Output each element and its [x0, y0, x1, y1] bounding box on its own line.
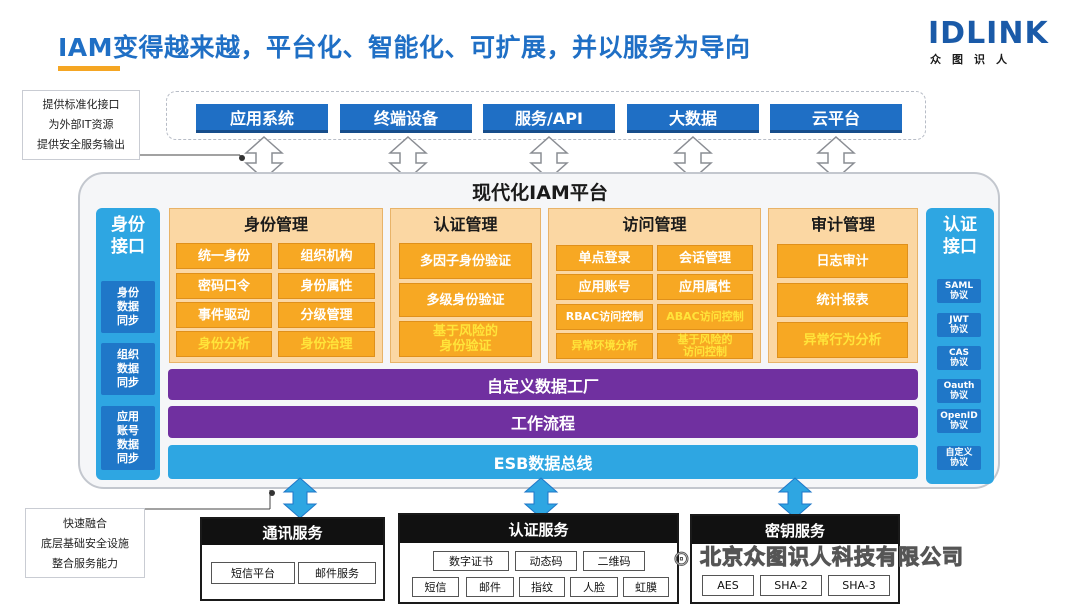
note-line: 快速融合 [63, 517, 107, 530]
note-line: 整合服务能力 [52, 557, 118, 570]
service-item-email: 邮件 [466, 577, 514, 597]
double-arrow-icon [777, 477, 813, 519]
service-title: 认证服务 [400, 515, 677, 543]
logo: IDLINK [928, 16, 1049, 51]
identity-data-sync: 身份 数据 同步 [101, 281, 155, 333]
module-title: 审计管理 [810, 215, 875, 234]
title-underline [58, 66, 120, 71]
cell-password: 密码口令 [176, 273, 272, 299]
module-title: 认证管理 [433, 215, 498, 234]
cell-event-driven: 事件驱动 [176, 302, 272, 328]
org-data-sync: 组织 数据 同步 [101, 343, 155, 395]
cell-identity-analytics: 身份分析 [176, 331, 272, 357]
wechat-icon: ⊙ [673, 546, 691, 571]
note-line: 底层基础安全设施 [41, 537, 129, 550]
double-arrow-icon [282, 477, 318, 519]
cell-statistics-report: 统计报表 [777, 283, 908, 317]
cell-session-management: 会话管理 [657, 245, 753, 271]
cell-abac: ABAC访问控制 [657, 304, 753, 330]
service-title: 密钥服务 [692, 516, 898, 544]
cell-app-attributes: 应用属性 [657, 274, 753, 300]
service-item-sha2: SHA-2 [760, 575, 822, 596]
service-item-face: 人脸 [570, 577, 618, 597]
module-title: 访问管理 [622, 215, 687, 234]
cell-rbac: RBAC访问控制 [556, 304, 653, 330]
note-line: 为外部IT资源 [48, 118, 114, 131]
bottom-note: 快速融合 底层基础安全设施 整合服务能力 [25, 508, 145, 578]
module-title: 身份管理 [243, 215, 308, 234]
cell-multilevel-auth: 多级身份验证 [399, 283, 532, 317]
service-item-otp: 动态码 [515, 551, 577, 571]
top-system-bigdata: 大数据 [627, 104, 759, 133]
identity-interface-title: 身份 [111, 215, 145, 235]
bar-esb-bus: ESB数据总线 [168, 445, 918, 479]
service-item-mail: 邮件服务 [298, 562, 376, 584]
cell-log-audit: 日志审计 [777, 244, 908, 278]
cell-unified-identity: 统一身份 [176, 243, 272, 269]
bar-custom-data-factory: 自定义数据工厂 [168, 369, 918, 400]
cell-abnormal-behavior: 异常行为分析 [777, 322, 908, 358]
app-account-data-sync: 应用 账号 数据 同步 [101, 406, 155, 470]
service-item-sha3: SHA-3 [828, 575, 890, 596]
service-item-fingerprint: 指纹 [519, 577, 565, 597]
double-arrow-icon [523, 477, 559, 519]
cell-tiered-management: 分级管理 [278, 302, 375, 328]
top-system-cloud: 云平台 [770, 104, 902, 133]
identity-interface-title: 接口 [111, 237, 145, 257]
cell-risk-based-access: 基于风险的 访问控制 [657, 333, 753, 359]
cell-app-account: 应用账号 [556, 274, 653, 300]
cell-identity-attributes: 身份属性 [278, 273, 375, 299]
auth-interface-title: 认证 [943, 215, 977, 235]
page-title: IAM变得越来越，平台化、智能化、可扩展，并以服务为导向 [58, 33, 751, 62]
service-item-cert: 数字证书 [433, 551, 509, 571]
service-item-qrcode: 二维码 [583, 551, 645, 571]
logo-subtitle: 众图识人 [930, 53, 1018, 66]
service-item-iris: 虹膜 [623, 577, 669, 597]
note-line: 提供标准化接口 [42, 98, 120, 111]
cell-sso: 单点登录 [556, 245, 653, 271]
service-item-sms: 短信 [412, 577, 459, 597]
bar-workflow: 工作流程 [168, 406, 918, 438]
auth-interface-title: 接口 [943, 237, 977, 257]
cell-org-structure: 组织机构 [278, 243, 375, 269]
cell-identity-governance: 身份治理 [278, 331, 375, 357]
platform-title: 现代化IAM平台 [472, 181, 608, 204]
protocol-custom: 自定义协议 [937, 446, 981, 470]
service-item-sms-platform: 短信平台 [211, 562, 295, 584]
cell-risk-based-auth: 基于风险的 身份验证 [399, 321, 532, 357]
note-line: 提供安全服务输出 [37, 138, 125, 151]
cell-abnormal-env-analysis: 异常环境分析 [556, 333, 653, 359]
service-title: 通讯服务 [202, 519, 383, 545]
top-note: 提供标准化接口 为外部IT资源 提供安全服务输出 [22, 90, 140, 160]
top-system-terminal: 终端设备 [340, 104, 472, 133]
watermark: 北京众图识人科技有限公司 [700, 545, 964, 570]
service-item-aes: AES [702, 575, 754, 596]
top-system-api: 服务/API [483, 104, 615, 133]
top-system-app: 应用系统 [196, 104, 328, 133]
cell-mfa: 多因子身份验证 [399, 243, 532, 279]
